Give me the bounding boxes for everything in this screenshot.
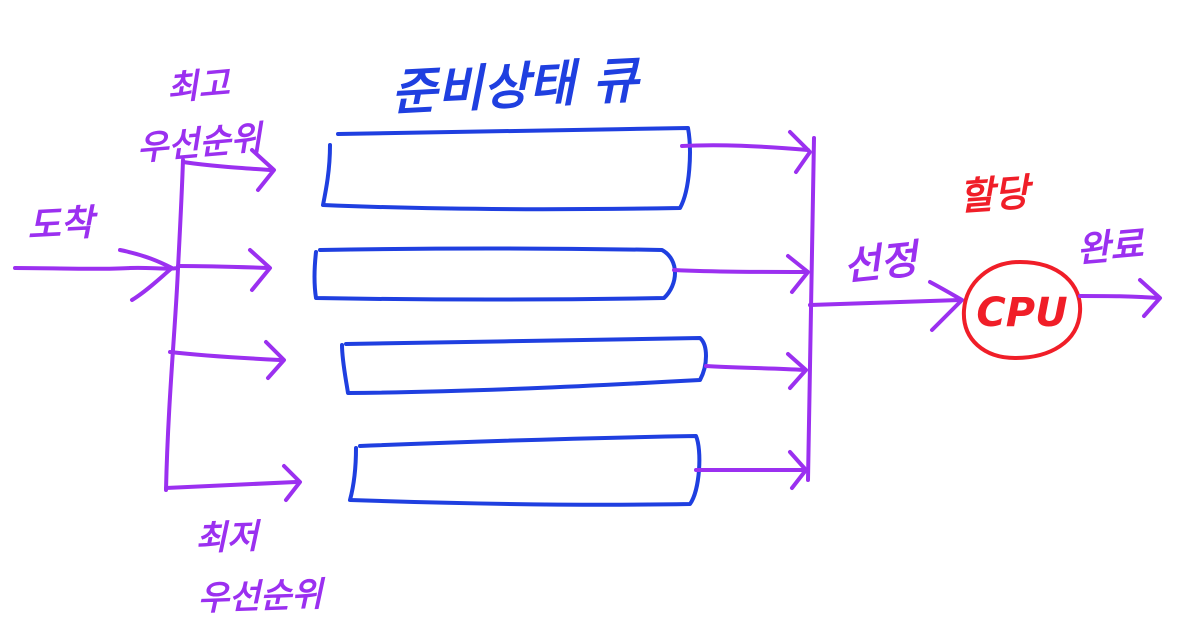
branch-1-arrowhead [250, 148, 276, 192]
queue-3-bar [340, 336, 708, 395]
arrival-arrowhead [118, 248, 174, 302]
collector-spine [806, 136, 816, 482]
complete-arrowhead [1138, 278, 1162, 318]
queue-4-bar [348, 434, 702, 507]
queue-4-output-arrowhead [788, 450, 808, 490]
branch-4-arrowhead [282, 464, 302, 502]
select-arrowhead [928, 280, 964, 332]
select-line [808, 298, 962, 307]
branch-3-line [168, 350, 282, 362]
branch-3-arrowhead [264, 340, 286, 380]
arrival-line [13, 265, 180, 271]
cpu-circle [961, 260, 1083, 360]
queue-3-output-line [704, 364, 806, 372]
highest-priority-label-line1: 최고 [165, 63, 234, 109]
lowest-priority-label-line2: 우선순위 [197, 575, 327, 619]
select-label: 선정 [841, 236, 923, 290]
branch-2-line [176, 264, 270, 270]
queue-3-output-arrowhead [786, 352, 808, 390]
dispatch-spine [164, 158, 185, 492]
arrival-label: 도착 [26, 202, 99, 247]
queue-1-bar [321, 126, 692, 212]
queue-1-output-line [680, 143, 810, 152]
branch-4-line [164, 480, 298, 490]
lowest-priority-label-line1: 최저 [195, 517, 263, 559]
queue-2-bar [312, 246, 677, 302]
queue-1-output-arrowhead [788, 130, 812, 174]
branch-1-line [181, 160, 272, 172]
branch-2-arrowhead [248, 248, 272, 292]
cpu-label: CPU [976, 290, 1067, 336]
complete-label: 완료 [1075, 224, 1147, 271]
allocate-label: 할당 [958, 170, 1037, 219]
complete-line [1078, 294, 1160, 300]
ready-queue-title: 준비상태 큐 [390, 51, 643, 122]
highest-priority-label-line2: 우선순위 [135, 118, 267, 169]
queue-2-output-line [672, 268, 808, 274]
queue-2-output-arrowhead [786, 254, 810, 294]
